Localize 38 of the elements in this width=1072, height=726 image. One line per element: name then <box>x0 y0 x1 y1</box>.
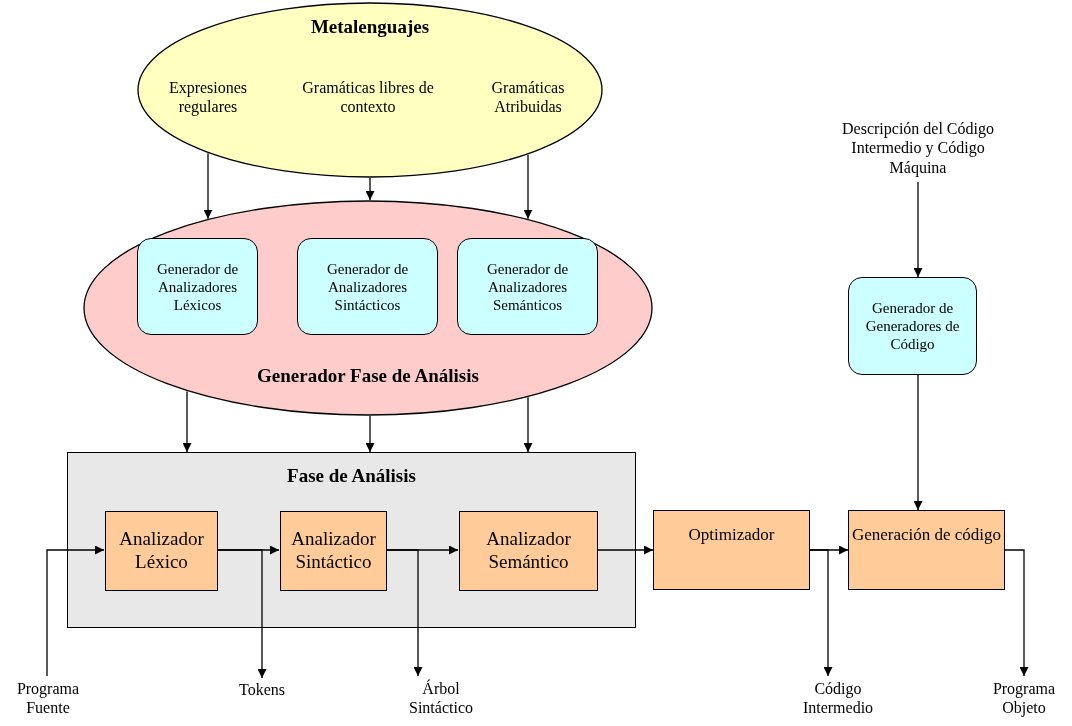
arrow <box>203 152 213 220</box>
arrow <box>596 545 654 555</box>
ellipse-group <box>83 200 653 416</box>
ellipse-group <box>137 2 603 178</box>
node-label: Árbol Sintáctico <box>396 676 486 720</box>
node-label: Gramáticas libres de contexto <box>293 72 443 122</box>
group-title: Generador Fase de Análisis <box>257 365 479 387</box>
arrow <box>216 549 267 679</box>
process-box: Generación de código <box>848 510 1005 590</box>
node-label: Código Intermedio <box>793 676 883 720</box>
arrow <box>523 154 533 220</box>
process-box: Analizador Semántico <box>459 511 598 591</box>
group-title: Metalenguajes <box>310 16 430 38</box>
process-box: Analizador Sintáctico <box>280 511 387 591</box>
arrow <box>1004 549 1029 677</box>
arrow <box>913 374 923 511</box>
node-label: Expresiones regulares <box>153 72 263 122</box>
generator-box: Generador de Analizadores Léxicos <box>137 238 258 335</box>
node-label: Descripción del Código Intermedio y Código Máquina <box>823 114 1013 182</box>
generator-box: Generador de Generadores de Código <box>848 277 977 375</box>
process-box: Optimizador <box>653 510 810 590</box>
node-label: Programa Fuente <box>2 676 94 720</box>
process-box: Analizador Léxico <box>105 511 218 591</box>
arrow <box>385 549 423 677</box>
arrow <box>365 177 375 201</box>
generator-box: Generador de Analizadores Sintácticos <box>297 238 438 335</box>
node-label: Programa Objeto <box>979 676 1069 720</box>
generator-box: Generador de Analizadores Semánticos <box>457 238 598 335</box>
arrow <box>365 415 375 453</box>
arrow <box>182 390 192 453</box>
arrow <box>809 549 833 677</box>
group-title: Fase de Análisis <box>287 465 416 487</box>
arrow <box>46 545 105 677</box>
node-label: Gramáticas Atribuidas <box>473 72 583 122</box>
group-box <box>67 452 636 628</box>
arrow <box>523 396 533 453</box>
arrow <box>913 181 923 278</box>
node-label: Tokens <box>232 678 292 702</box>
